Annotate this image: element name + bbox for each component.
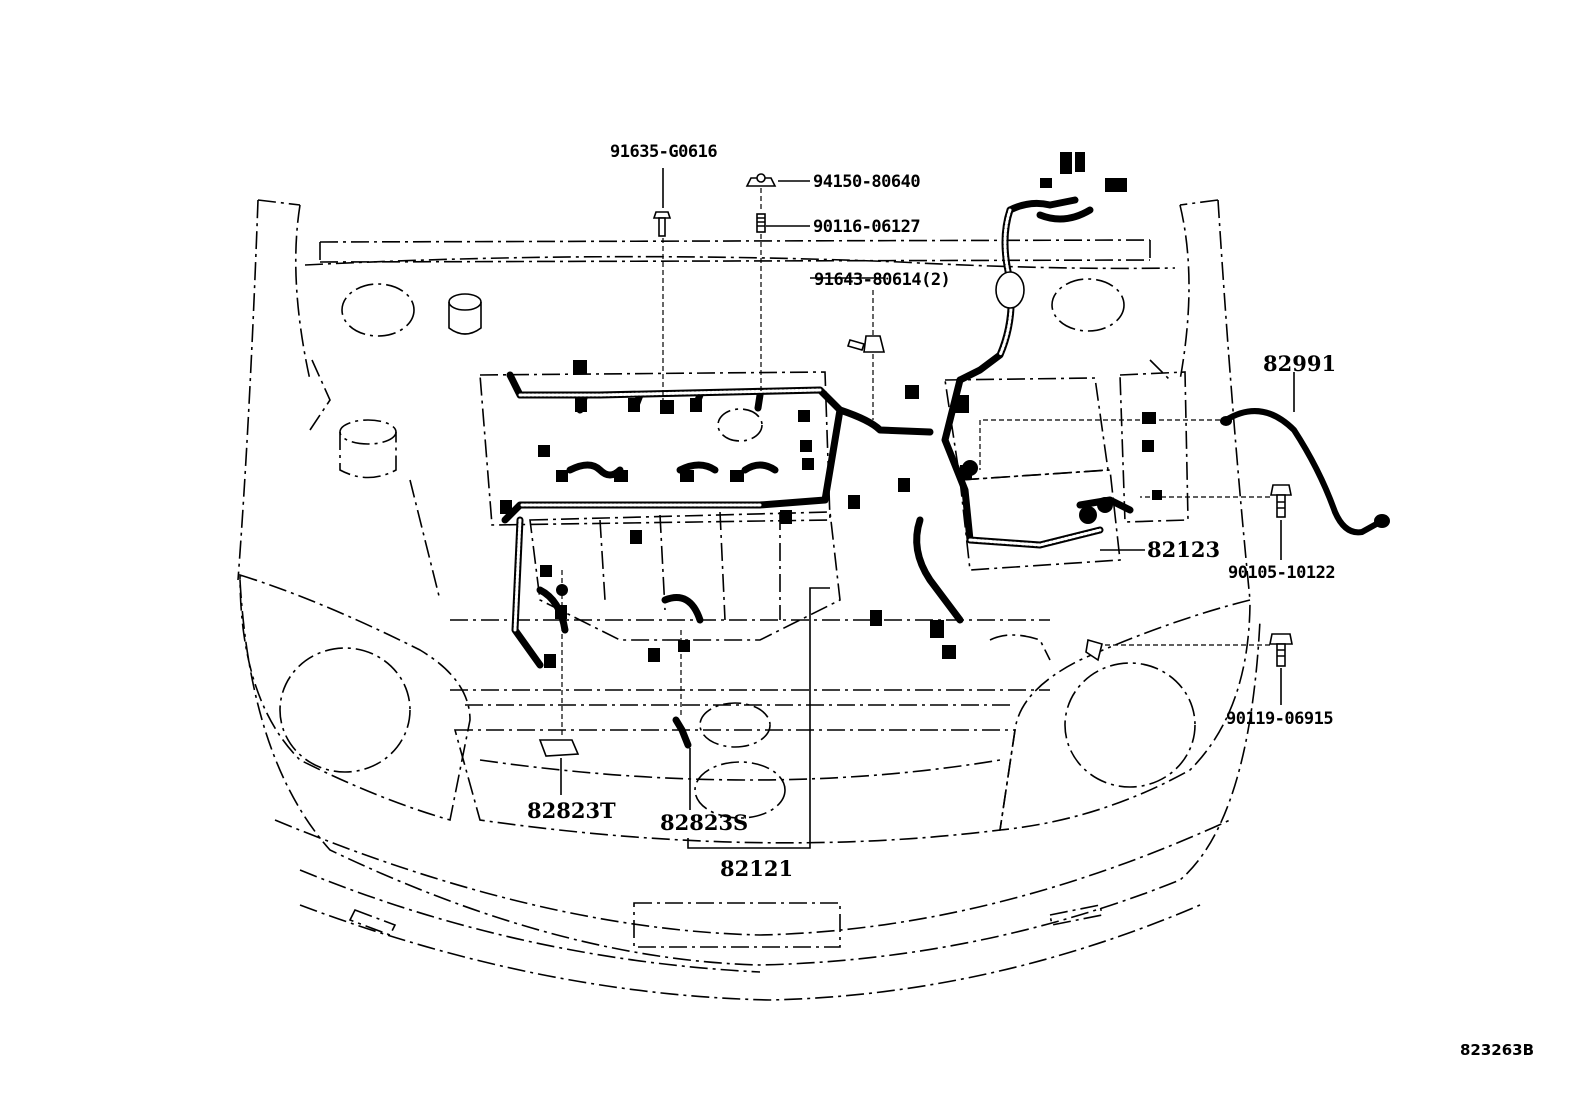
fasteners xyxy=(538,173,1293,757)
bolt-91635-icon xyxy=(652,211,672,237)
connectors xyxy=(500,152,1162,668)
label-82823S: 82823S xyxy=(660,810,748,835)
label-91643-80614: 91643-80614(2) xyxy=(814,270,950,290)
leader-lines xyxy=(560,168,1295,849)
label-82123: 82123 xyxy=(1147,537,1220,562)
label-82121: 82121 xyxy=(720,856,793,881)
engine-components xyxy=(339,293,1189,748)
engine-room-harness-82123 xyxy=(913,196,1134,624)
label-90116-06127: 90116-06127 xyxy=(813,217,920,237)
stud-90116-icon xyxy=(756,213,766,233)
label-91635-G0616: 91635-G0616 xyxy=(610,142,717,162)
part-labels: 91635-G0616 94150-80640 90116-06127 9164… xyxy=(527,142,1534,1059)
engine-wire-harness-82121 xyxy=(501,371,934,669)
nut-94150-icon xyxy=(745,173,777,187)
clip-82823T-icon xyxy=(538,739,580,757)
label-94150-80640: 94150-80640 xyxy=(813,172,920,192)
label-90119-06915: 90119-06915 xyxy=(1226,709,1333,729)
label-90105-10122: 90105-10122 xyxy=(1228,563,1335,583)
bolt-90105-icon xyxy=(1270,484,1292,518)
wire-82991 xyxy=(1220,408,1390,536)
vehicle-body-outline xyxy=(237,199,1261,1001)
bolt-91643-icon xyxy=(846,335,886,353)
label-82991: 82991 xyxy=(1263,351,1336,376)
bolt-90119-icon xyxy=(1269,633,1293,667)
label-82823T: 82823T xyxy=(527,798,616,823)
clamp-82823S-icon xyxy=(672,716,692,749)
diagram-code: 823263B xyxy=(1460,1041,1534,1059)
